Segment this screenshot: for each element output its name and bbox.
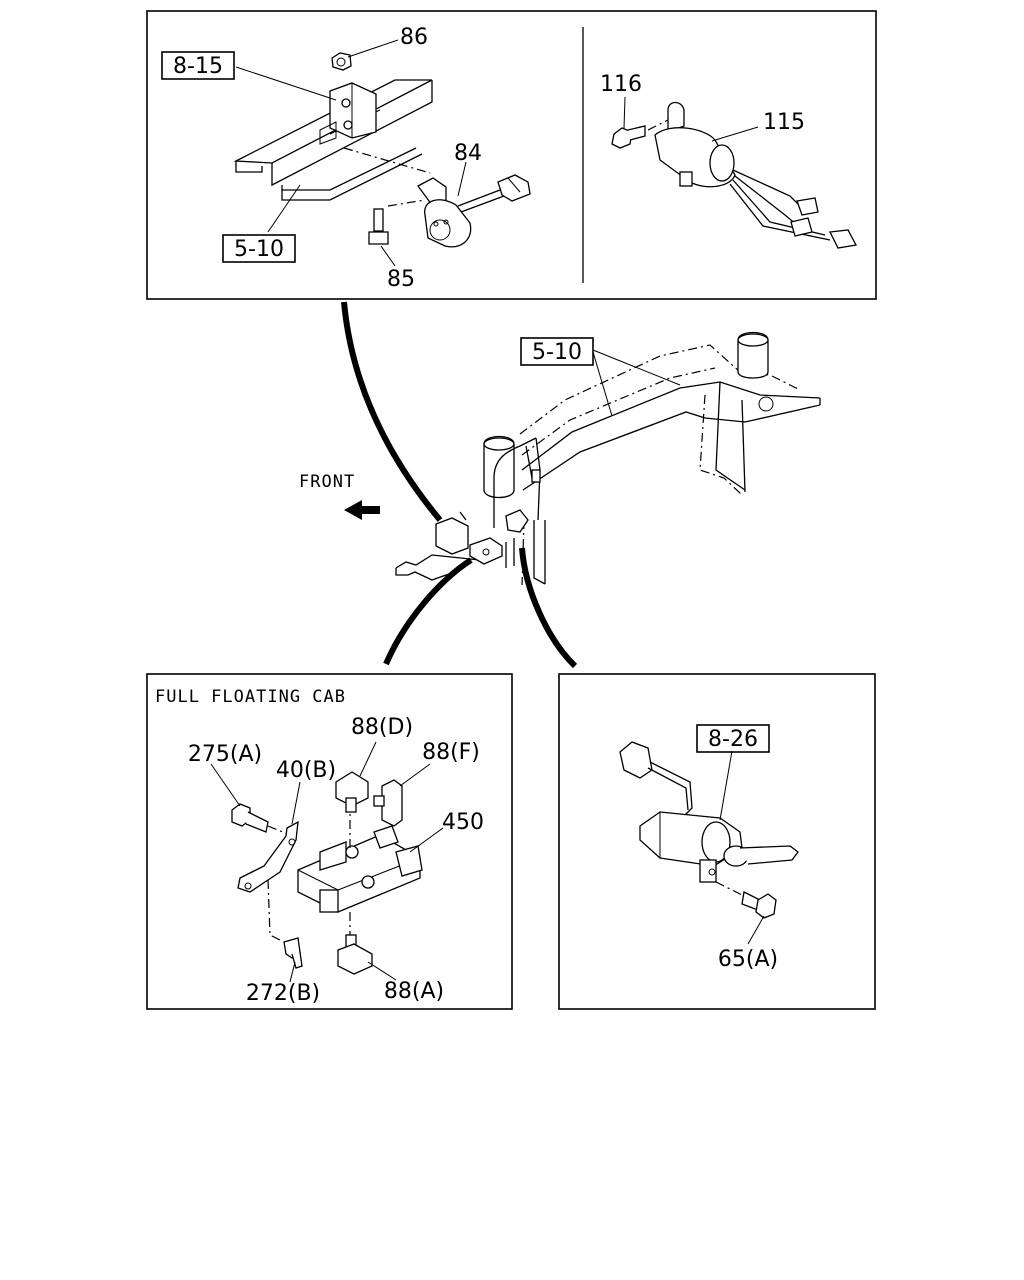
- callout-275a: 275(A): [188, 742, 262, 767]
- arc-to-bottom-left-panel: [383, 557, 473, 666]
- callout-115: 115: [763, 110, 805, 135]
- fitting-88a-drawing: [337, 934, 373, 975]
- bottom-right-panel-frame: [558, 673, 876, 1010]
- sensor-115-drawing: [654, 101, 857, 249]
- valve-assembly-drawing: [395, 509, 529, 581]
- bolt-65a-drawing: [715, 881, 777, 919]
- callout-86: 86: [400, 25, 428, 50]
- bolt-275a-drawing: [231, 803, 269, 833]
- callout-88d: 88(D): [351, 715, 413, 740]
- ref-8-26-box: [696, 724, 770, 753]
- bracket-40b-drawing: [237, 820, 299, 941]
- frame-drawing: [519, 344, 821, 586]
- fitting-88d-drawing: [335, 771, 369, 813]
- callout-84: 84: [454, 141, 482, 166]
- callout-88f: 88(F): [422, 740, 480, 765]
- reservoir-left-drawing: [483, 435, 515, 499]
- nut-86-drawing: [331, 52, 352, 71]
- top-panel: 8-15 5-10 86 84 85 116 115: [146, 10, 877, 300]
- arc-to-bottom-right-panel: [519, 547, 578, 669]
- mid-ref-5-10-box: [520, 337, 594, 366]
- callout-85: 85: [387, 267, 415, 292]
- sensor-84-drawing: [343, 147, 531, 248]
- callout-116: 116: [600, 72, 642, 97]
- callout-272b: 272(B): [246, 981, 320, 1006]
- bottom-left-panel: FULL FLOATING CAB: [146, 673, 513, 1010]
- bolt-85-drawing: [368, 208, 389, 245]
- ref-5-10-box: [222, 234, 296, 263]
- bottom-left-leaders: [210, 741, 444, 983]
- top-leaders: [235, 39, 759, 267]
- leader-8-26: [719, 750, 733, 821]
- pipe-drawing: [493, 437, 541, 528]
- arc-to-top-panel: [341, 301, 443, 522]
- valve-block-450-drawing: [297, 825, 423, 913]
- bracket-drawing: [319, 82, 377, 145]
- reservoir-right-drawing: [737, 331, 769, 379]
- ref-8-15-label: 8-15: [173, 54, 223, 79]
- top-panel-frame: [146, 10, 877, 300]
- bolt-116-drawing: [611, 117, 673, 149]
- mid-ref-5-10-label: 5-10: [532, 340, 582, 365]
- mid-ref-leader-b: [592, 349, 681, 386]
- leader-65a: [747, 915, 765, 945]
- bottom-right-panel: 8-26 65(A): [558, 673, 876, 1010]
- callout-450: 450: [442, 810, 484, 835]
- ref-5-10-label: 5-10: [234, 237, 284, 262]
- fitting-88f-drawing: [373, 779, 403, 827]
- front-label: FRONT: [299, 472, 355, 492]
- ref-8-15-box: [161, 51, 235, 80]
- callout-40b: 40(B): [276, 758, 336, 783]
- bottom-left-panel-frame: [146, 673, 513, 1010]
- full-floating-cab-title: FULL FLOATING CAB: [155, 687, 346, 707]
- middle-assembly: 5-10 FRONT: [299, 301, 821, 669]
- bolt-272b-drawing: [283, 937, 303, 969]
- sensor-8-26-drawing: [619, 741, 799, 883]
- callout-65a: 65(A): [718, 947, 778, 972]
- ref-8-26-label: 8-26: [708, 727, 758, 752]
- front-arrow-icon: [344, 500, 380, 520]
- callout-88a: 88(A): [384, 979, 444, 1004]
- mid-ref-leader-a: [592, 351, 613, 417]
